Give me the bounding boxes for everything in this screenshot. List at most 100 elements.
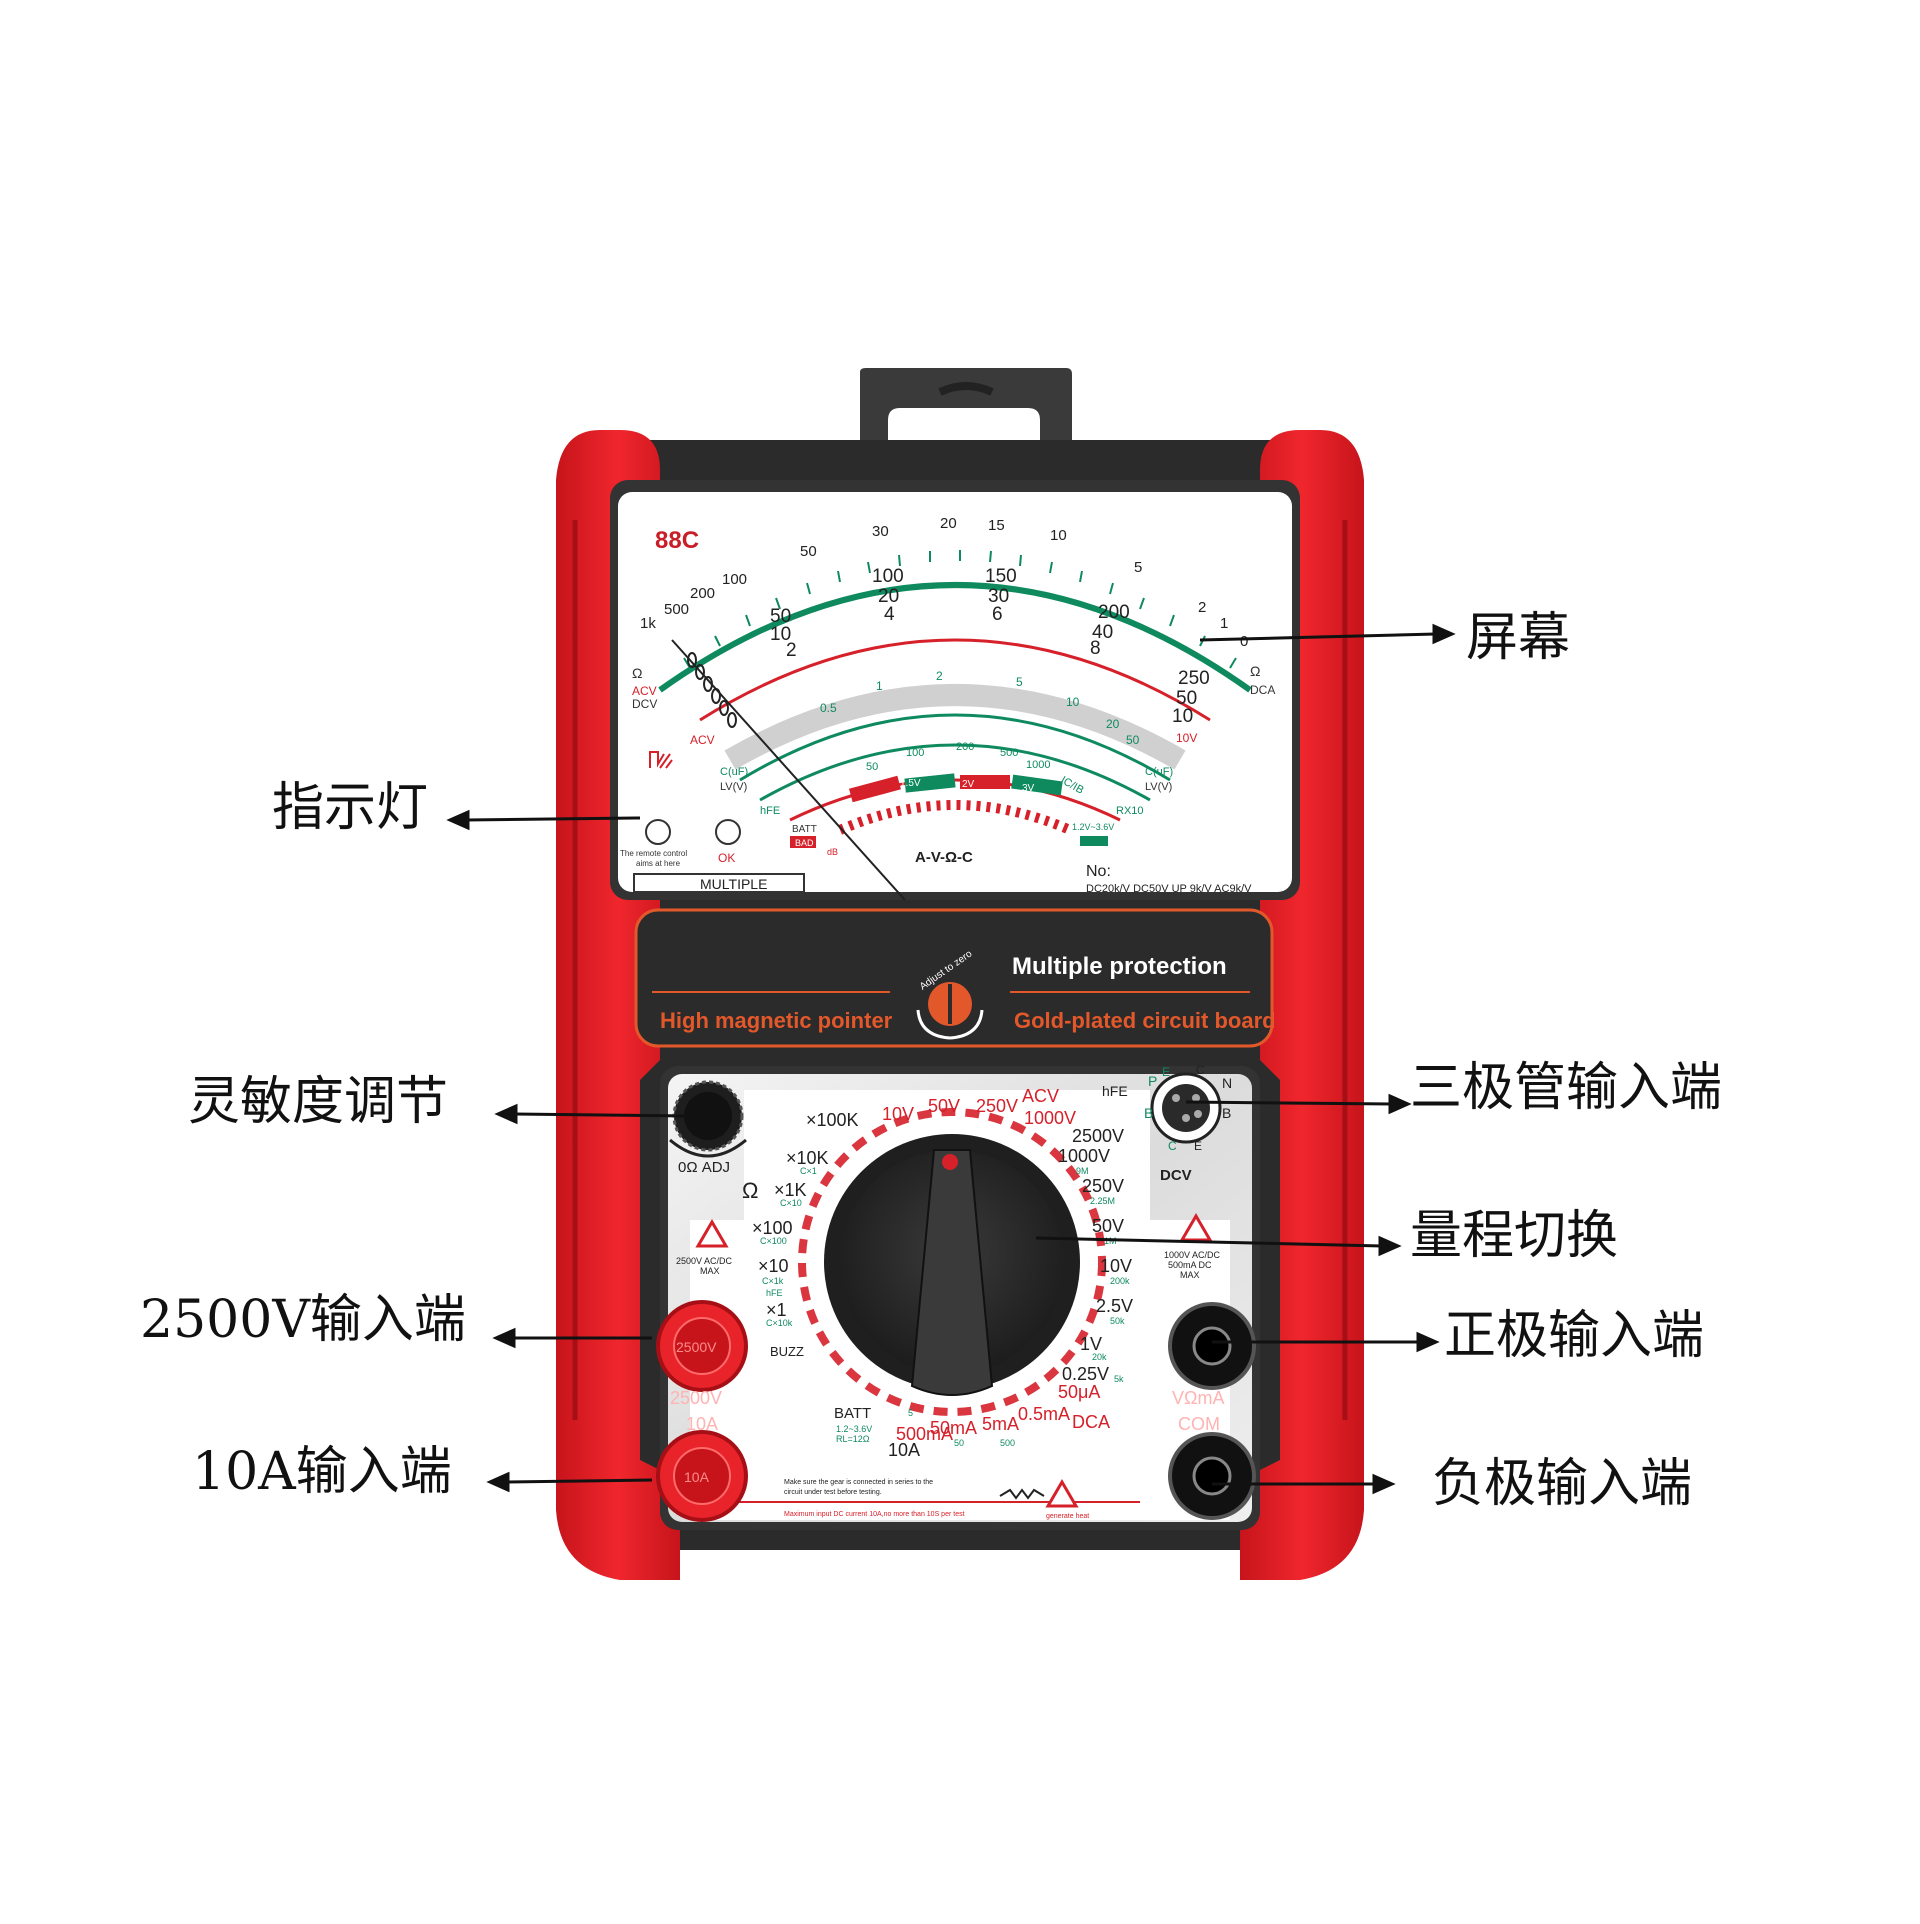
svg-text:C×10k: C×10k <box>766 1318 793 1328</box>
adj-label: 0Ω ADJ <box>678 1159 730 1176</box>
jack-10a[interactable]: 10A <box>656 1430 748 1522</box>
svg-text:0.5mA: 0.5mA <box>1018 1404 1070 1424</box>
sensitivity-knob[interactable]: 0Ω ADJ <box>669 1080 747 1176</box>
svg-text:50: 50 <box>866 761 878 773</box>
svg-text:50: 50 <box>1126 733 1140 747</box>
svg-text:4: 4 <box>884 604 895 625</box>
svg-text:50V: 50V <box>1092 1216 1124 1236</box>
svg-text:10: 10 <box>1172 706 1193 727</box>
svg-text:C×1: C×1 <box>800 1166 817 1176</box>
svg-text:0.5: 0.5 <box>820 701 837 715</box>
svg-text:2.5V: 2.5V <box>1096 1296 1133 1316</box>
batt-range: 1.2V~3.6V <box>1072 822 1114 832</box>
svg-text:250V: 250V <box>976 1096 1018 1116</box>
svg-text:0.25V: 0.25V <box>1062 1364 1109 1384</box>
svg-text:20: 20 <box>1106 717 1120 731</box>
svg-text:500: 500 <box>1000 747 1018 759</box>
svg-text:50: 50 <box>800 543 817 560</box>
svg-text:RL=12Ω: RL=12Ω <box>836 1434 870 1444</box>
model-label: 88C <box>655 527 699 554</box>
svg-text:200: 200 <box>1098 602 1130 623</box>
jack-vma-label: VΩmA <box>1172 1388 1224 1408</box>
ok-label: OK <box>718 851 735 865</box>
svg-text:5: 5 <box>908 1408 913 1418</box>
svg-text:20k: 20k <box>1092 1352 1107 1362</box>
lv-tag-right: LV(V) <box>1145 781 1172 793</box>
voltage-scale-labels: 50 100 150 200 250 10 20 30 40 50 2 4 6 … <box>770 566 1210 727</box>
svg-text:E: E <box>1162 1065 1170 1079</box>
svg-text:50μA: 50μA <box>1058 1382 1100 1402</box>
remote-note-1: The remote control <box>620 849 687 858</box>
note-heat: generate heat <box>1046 1513 1089 1520</box>
cuf-tag-left: C(uF) <box>720 766 748 778</box>
info-panel <box>634 908 1274 1048</box>
svg-text:10V: 10V <box>882 1104 914 1124</box>
range-switch[interactable] <box>798 1108 1106 1416</box>
jack-vma[interactable] <box>1168 1302 1256 1390</box>
svg-text:50: 50 <box>1176 688 1197 709</box>
indicator-light: The remote control aims at here OK <box>620 751 741 868</box>
range-sublabels: 9M 2.25M 1M 200k 50k 20k 5k C×1 C×10 C×1… <box>760 1166 1130 1448</box>
note-left-1: Make sure the gear is connected in serie… <box>784 1479 933 1486</box>
ohm-tag-left: Ω <box>632 665 642 681</box>
svg-text:BUZZ: BUZZ <box>770 1344 804 1359</box>
svg-text:hFE: hFE <box>766 1288 783 1298</box>
svg-text:×10: ×10 <box>758 1256 789 1276</box>
svg-text:50V: 50V <box>928 1096 960 1116</box>
svg-text:×100: ×100 <box>752 1218 793 1238</box>
cap-scale-labels: 50 100 200 500 1000 <box>866 741 1050 773</box>
panel-bottom-right: Gold-plated circuit board <box>1014 1008 1276 1033</box>
svg-text:500: 500 <box>664 601 689 618</box>
jack-2500v-label: 2500V <box>670 1388 722 1408</box>
svg-text:15: 15 <box>988 517 1005 534</box>
svg-text:20: 20 <box>878 586 899 607</box>
note-left-2: circuit under test before testing. <box>784 1489 882 1496</box>
svg-text:B: B <box>1144 1105 1153 1121</box>
svg-text:8: 8 <box>1090 638 1101 659</box>
svg-text:500mA DC: 500mA DC <box>1168 1260 1212 1270</box>
svg-text:1: 1 <box>1220 615 1228 632</box>
callout-indicator: 指示灯 <box>272 778 429 838</box>
svg-text:1.2~3.6V: 1.2~3.6V <box>836 1424 872 1434</box>
panel-top-right: Multiple protection <box>1012 953 1227 980</box>
transistor-socket[interactable]: P E C N B B C E <box>1144 1063 1232 1153</box>
svg-text:50: 50 <box>770 606 791 627</box>
svg-text:5mA: 5mA <box>982 1414 1019 1434</box>
svg-text:E: E <box>1194 1139 1202 1153</box>
svg-text:200: 200 <box>956 741 974 753</box>
meter-needle <box>671 639 906 901</box>
ohm-tag-right: Ω <box>1250 663 1260 679</box>
svg-text:1V: 1V <box>1080 1334 1102 1354</box>
battery-segments: 1.5V 1.2V 2V 3V 3.6V <box>849 773 1066 816</box>
dcv-label: DCV <box>1160 1167 1192 1184</box>
batt-seg-1: 1.5V <box>900 778 921 789</box>
svg-text:30: 30 <box>988 586 1009 607</box>
warning-right: 1000V AC/DC 500mA DC MAX <box>1164 1213 1221 1280</box>
svg-text:100: 100 <box>872 566 904 587</box>
callout-negative: 负极输入端 <box>1432 1454 1693 1514</box>
svg-text:1000V: 1000V <box>1024 1108 1076 1128</box>
svg-text:C×1k: C×1k <box>762 1276 784 1286</box>
hanger-handle <box>860 368 1072 460</box>
jack-com[interactable] <box>1168 1432 1256 1520</box>
callout-sensitivity: 灵敏度调节 <box>188 1072 449 1132</box>
jack-10a-label: 10A <box>686 1414 718 1434</box>
svg-text:C: C <box>1196 1063 1205 1077</box>
svg-text:9M: 9M <box>1076 1166 1089 1176</box>
svg-text:50mA: 50mA <box>930 1418 977 1438</box>
svg-text:200: 200 <box>690 585 715 602</box>
svg-text:500mA: 500mA <box>896 1424 953 1444</box>
dca-tag: DCA <box>1250 683 1275 697</box>
jack-2500v[interactable]: 2500V <box>656 1300 748 1392</box>
remote-note-2: aims at here <box>636 859 681 868</box>
svg-text:2: 2 <box>1198 599 1206 616</box>
svg-text:1000V: 1000V <box>1058 1146 1110 1166</box>
mirror-band <box>724 684 1186 770</box>
svg-text:30: 30 <box>872 523 889 540</box>
cuf-tag-right: C(uF) <box>1145 766 1173 778</box>
svg-text:500: 500 <box>1000 1438 1015 1448</box>
batt-seg-3: 2V <box>962 779 975 790</box>
svg-text:10: 10 <box>1050 527 1067 544</box>
svg-text:B: B <box>1222 1105 1231 1121</box>
